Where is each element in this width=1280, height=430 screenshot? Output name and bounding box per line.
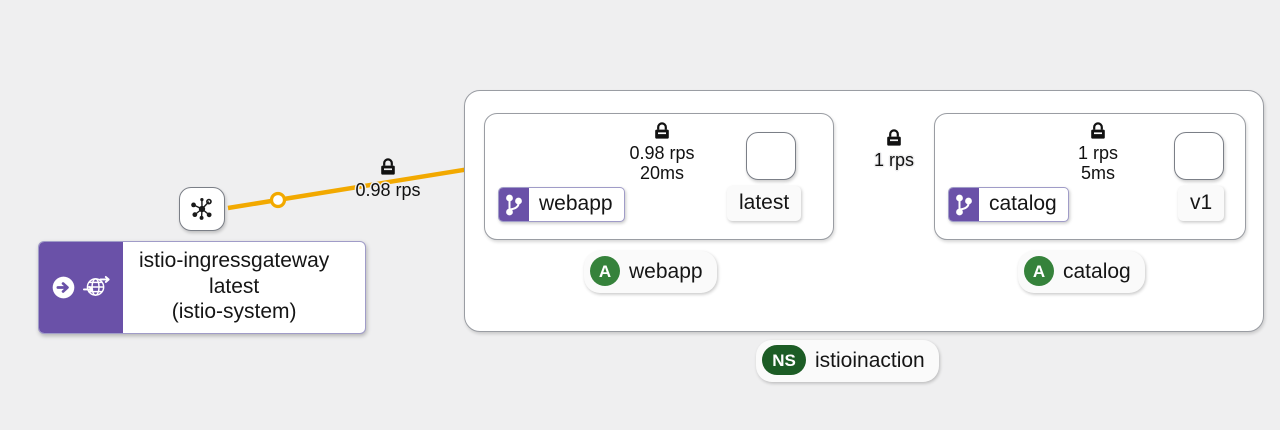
code-branch-icon	[499, 188, 529, 221]
label-namespace[interactable]: NS istioinaction	[756, 340, 939, 382]
app-badge-icon: A	[1024, 256, 1054, 286]
label-webapp-service[interactable]: webapp	[498, 187, 625, 222]
node-webapp-workload-latest[interactable]	[746, 132, 796, 180]
label-latest-text: latest	[739, 191, 790, 214]
label-v1-text: v1	[1190, 191, 1213, 214]
label-app-webapp-text: webapp	[629, 259, 703, 283]
label-webapp-service-text: webapp	[539, 192, 613, 215]
label-catalog-workload-v1[interactable]: v1	[1178, 186, 1225, 221]
label-app-webapp[interactable]: A webapp	[584, 251, 717, 293]
label-app-catalog-text: catalog	[1063, 259, 1131, 283]
app-badge-icon: A	[590, 256, 620, 286]
gateway-label-text: istio-ingressgateway latest (istio-syste…	[139, 249, 330, 324]
node-unknown[interactable]	[179, 187, 225, 231]
edge-label-ingress-to-webapp-service: 0.98 rps	[355, 180, 421, 200]
label-app-catalog[interactable]: A catalog	[1018, 251, 1145, 293]
edge-label-latest-to-catalog-service: 1 rps	[873, 150, 915, 170]
arrow-circle-right-icon	[52, 276, 75, 299]
namespace-badge-icon: NS	[762, 345, 806, 375]
edge-label-webapp-service-to-latest: 0.98 rps 20ms	[629, 143, 695, 184]
service-mesh-nodes-icon	[191, 198, 212, 220]
node-catalog-workload-v1[interactable]	[1174, 132, 1224, 180]
label-istio-ingressgateway[interactable]: istio-ingressgateway latest (istio-syste…	[38, 241, 366, 334]
gateway-icons	[39, 242, 123, 333]
lock-icon	[1091, 122, 1105, 139]
code-branch-icon	[949, 188, 979, 221]
label-catalog-service[interactable]: catalog	[948, 187, 1069, 222]
lock-icon	[655, 122, 669, 139]
lock-icon	[381, 158, 395, 175]
label-webapp-workload-latest[interactable]: latest	[727, 186, 802, 221]
label-catalog-service-text: catalog	[989, 192, 1057, 215]
label-namespace-text: istioinaction	[815, 348, 925, 372]
edge-label-catalog-service-to-v1: 1 rps 5ms	[1077, 143, 1119, 184]
lock-icon	[887, 129, 901, 146]
globe-arrow-icon	[82, 276, 110, 297]
